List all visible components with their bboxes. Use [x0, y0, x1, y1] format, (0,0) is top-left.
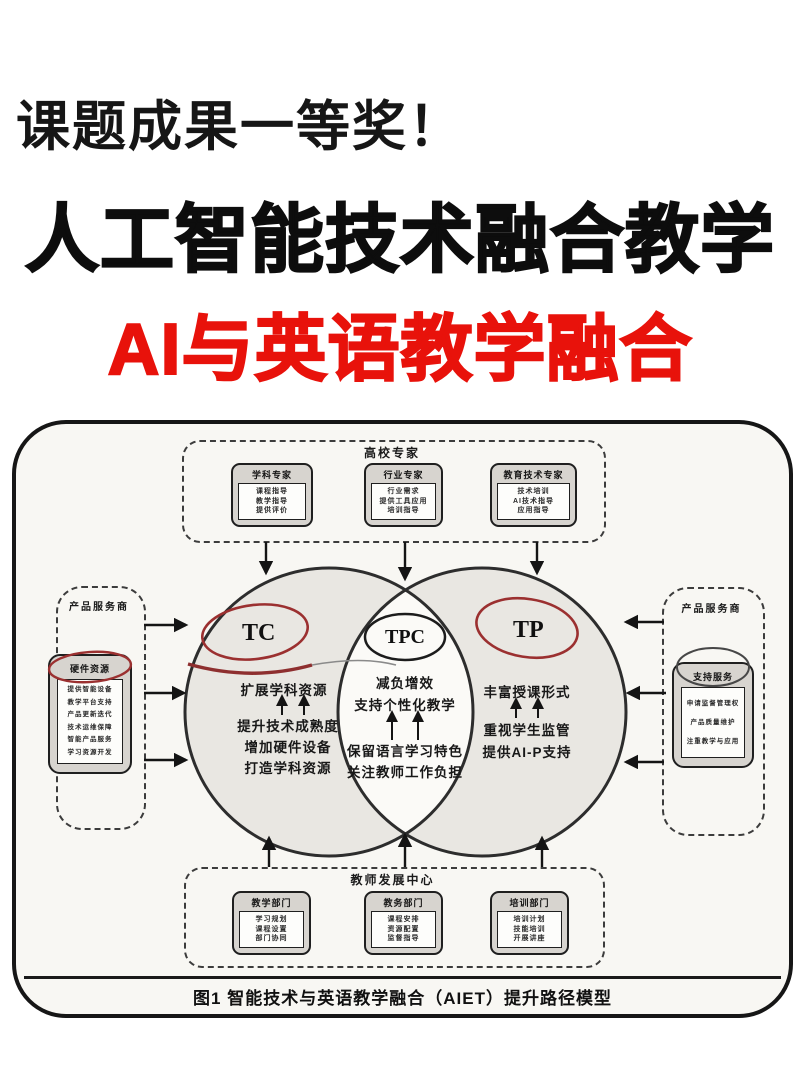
tp-headline: 丰富授课形式 [483, 685, 571, 700]
eyebrow-title: 课题成果一等奖！ [16, 97, 464, 157]
right-provider-group [662, 587, 765, 836]
dept-box-title: 培训部门 [509, 898, 550, 908]
expert-box-industry: 行业专家 行业需求 提供工具应用 培训指导 [364, 463, 443, 527]
hardware-resource-title: 硬件资源 [69, 664, 110, 674]
caption-divider [24, 976, 781, 979]
expert-box-title: 学科专家 [251, 470, 292, 480]
support-service-title: 支持服务 [692, 672, 733, 682]
expert-box-subject: 学科专家 课程指导 教学指导 提供评价 [231, 463, 313, 527]
dept-box-training: 培训部门 培训计划 技能培训 开展讲座 [490, 891, 569, 955]
tpc-label: TPC [385, 626, 425, 648]
dept-box-teaching: 教学部门 学习规划 课程设置 部门协同 [232, 891, 311, 955]
hardware-resource-box: 硬件资源 提供智能设备 教学平台支持 产品更新迭代 技术运维保障 智能产品服务 … [48, 654, 132, 774]
page-subtitle: AI与英语教学融合 [106, 309, 693, 391]
expert-box-edtech: 教育技术专家 技术培训 AI技术指导 应用指导 [490, 463, 577, 527]
figure-caption: 图1 智能技术与英语教学融合（AIET）提升路径模型 [193, 989, 612, 1008]
expert-box-title: 教育技术专家 [503, 470, 564, 480]
university-experts-group [182, 440, 606, 543]
aiet-model-figure: 高校专家 学科专家 课程指导 教学指导 提供评价 行业专家 行业需求 提供工具应… [12, 420, 793, 1018]
tpc-factors: 保留语言学习特色 关注教师工作负担 [347, 744, 463, 780]
dept-box-affairs: 教务部门 课程安排 资源配置 监督指导 [364, 891, 443, 955]
tp-factors: 重视学生监管 提供AI-P支持 [482, 723, 572, 760]
tpc-oval [363, 612, 447, 662]
right-provider-label: 产品服务商 [681, 604, 742, 615]
university-experts-label: 高校专家 [363, 446, 420, 460]
teacher-center-label: 教师发展中心 [350, 873, 435, 887]
dept-box-title: 教学部门 [251, 898, 292, 908]
page-title: 人工智能技术融合教学 [24, 197, 775, 282]
tc-label: TC [242, 620, 276, 646]
expert-box-title: 行业专家 [383, 470, 424, 480]
tc-headline: 扩展学科资源 [240, 683, 328, 698]
teacher-center-group [184, 867, 605, 968]
tpc-outcomes: 减负增效 支持个性化教学 [354, 676, 456, 713]
dept-box-title: 教务部门 [383, 898, 424, 908]
tp-label: TP [513, 617, 544, 643]
support-service-box: 支持服务 申请监督管理权 产品质量维护 注重教学与应用 [672, 662, 754, 768]
left-provider-label: 产品服务商 [69, 602, 129, 613]
tc-factors: 提升技术成熟度 增加硬件设备 打造学科资源 [237, 719, 339, 776]
